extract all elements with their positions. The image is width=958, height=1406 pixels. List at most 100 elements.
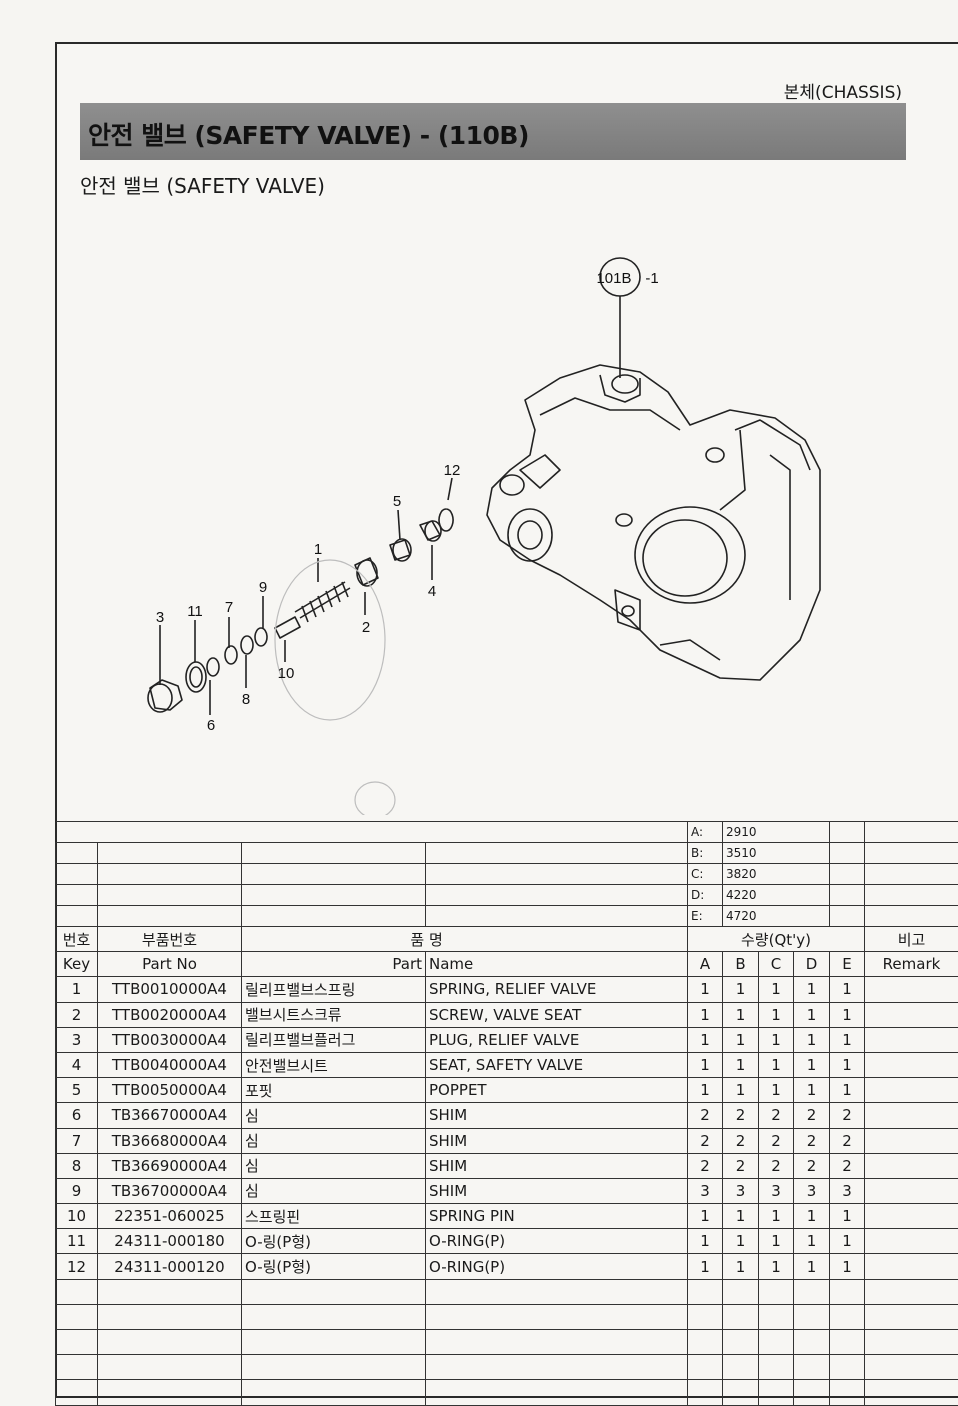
cell-name-en: SPRING PIN	[426, 1204, 688, 1229]
cell-a: 1	[688, 1204, 723, 1229]
cell-a: 3	[688, 1178, 723, 1203]
callout-12: 12	[444, 462, 461, 479]
cell-name-ko: 심	[242, 1153, 426, 1178]
model-row-d: D: 4220	[56, 885, 958, 906]
cell-b: 3	[723, 1178, 759, 1203]
header-row-ko: 번호 부품번호 품 명 수량(Qt'y) 비고	[56, 927, 958, 952]
callout-8: 8	[242, 691, 250, 708]
cell-part-no: TB36670000A4	[98, 1103, 242, 1128]
cell-b: 2	[723, 1128, 759, 1153]
cell-e: 3	[830, 1178, 865, 1203]
cell-e: 1	[830, 1078, 865, 1103]
cell-d: 1	[794, 1204, 830, 1229]
cell-c: 1	[759, 1254, 794, 1279]
cell-remark	[865, 1204, 958, 1229]
cell-c: 1	[759, 1027, 794, 1052]
cell-a: 2	[688, 1103, 723, 1128]
cell-a: 2	[688, 1128, 723, 1153]
cell-key: 11	[56, 1229, 98, 1254]
cell-d: 1	[794, 1052, 830, 1077]
callout-1: 1	[314, 541, 322, 558]
cell-b: 2	[723, 1153, 759, 1178]
cell-name-ko: O-링(P형)	[242, 1229, 426, 1254]
cell-remark	[865, 977, 958, 1002]
ref-label: 101B	[596, 270, 631, 287]
cell-remark	[865, 1229, 958, 1254]
cell-remark	[865, 1178, 958, 1203]
cell-a: 1	[688, 1078, 723, 1103]
cell-key: 2	[56, 1002, 98, 1027]
callout-3: 3	[156, 609, 164, 626]
model-row-e: E: 4720	[56, 906, 958, 927]
callout-4: 4	[428, 583, 436, 600]
exploded-parts-diagram: 101B -1 1 2 3 4 5 6 7 8 9 10 11 12	[0, 0, 958, 815]
cell-e: 2	[830, 1103, 865, 1128]
cell-name-en: SHIM	[426, 1153, 688, 1178]
cell-a: 2	[688, 1153, 723, 1178]
cell-name-en: O-RING(P)	[426, 1254, 688, 1279]
cell-c: 1	[759, 1229, 794, 1254]
cell-c: 3	[759, 1178, 794, 1203]
cell-name-ko: 안전밸브시트	[242, 1052, 426, 1077]
cell-name-en: SCREW, VALVE SEAT	[426, 1002, 688, 1027]
ref-suffix: -1	[645, 270, 658, 287]
cell-e: 1	[830, 977, 865, 1002]
cell-name-ko: 심	[242, 1178, 426, 1203]
cell-key: 12	[56, 1254, 98, 1279]
cell-remark	[865, 1128, 958, 1153]
cell-b: 2	[723, 1103, 759, 1128]
callout-9: 9	[259, 579, 267, 596]
cell-d: 1	[794, 1002, 830, 1027]
cell-d: 1	[794, 1254, 830, 1279]
cell-key: 6	[56, 1103, 98, 1128]
cell-remark	[865, 1103, 958, 1128]
cell-key: 8	[56, 1153, 98, 1178]
cell-name-ko: 릴리프밸브플러그	[242, 1027, 426, 1052]
cell-e: 1	[830, 1052, 865, 1077]
cell-name-en: SEAT, SAFETY VALVE	[426, 1052, 688, 1077]
cell-part-no: TTB0030000A4	[98, 1027, 242, 1052]
cell-part-no: TB36700000A4	[98, 1178, 242, 1203]
callout-6: 6	[207, 717, 215, 734]
cell-name-ko: 밸브시트스크류	[242, 1002, 426, 1027]
cell-b: 1	[723, 1229, 759, 1254]
cell-a: 1	[688, 1052, 723, 1077]
cell-a: 1	[688, 1027, 723, 1052]
cell-b: 1	[723, 1204, 759, 1229]
cell-d: 3	[794, 1178, 830, 1203]
cell-name-en: SPRING, RELIEF VALVE	[426, 977, 688, 1002]
cell-c: 2	[759, 1103, 794, 1128]
cell-name-ko: 스프링핀	[242, 1204, 426, 1229]
callout-10: 10	[278, 665, 295, 682]
cell-e: 1	[830, 1027, 865, 1052]
cell-c: 1	[759, 1078, 794, 1103]
cell-part-no: TTB0010000A4	[98, 977, 242, 1002]
cell-b: 1	[723, 1052, 759, 1077]
cell-name-en: PLUG, RELIEF VALVE	[426, 1027, 688, 1052]
cell-name-ko: 릴리프밸브스프링	[242, 977, 426, 1002]
cell-remark	[865, 1153, 958, 1178]
cell-c: 1	[759, 1052, 794, 1077]
header-row-en: Key Part No Part Name A B C D E Remark	[56, 952, 958, 977]
parts-table: A: 2910 B: 3510 C: 3820 D: 4220 E: 4720	[55, 821, 958, 1406]
cell-a: 1	[688, 1229, 723, 1254]
callout-7: 7	[225, 599, 233, 616]
cell-b: 1	[723, 1002, 759, 1027]
cell-e: 1	[830, 1254, 865, 1279]
cell-name-en: SHIM	[426, 1178, 688, 1203]
cell-key: 10	[56, 1204, 98, 1229]
cell-a: 1	[688, 977, 723, 1002]
model-row-a: A: 2910	[56, 822, 958, 843]
cell-name-en: SHIM	[426, 1128, 688, 1153]
cell-name-ko: 포핏	[242, 1078, 426, 1103]
cell-key: 1	[56, 977, 98, 1002]
